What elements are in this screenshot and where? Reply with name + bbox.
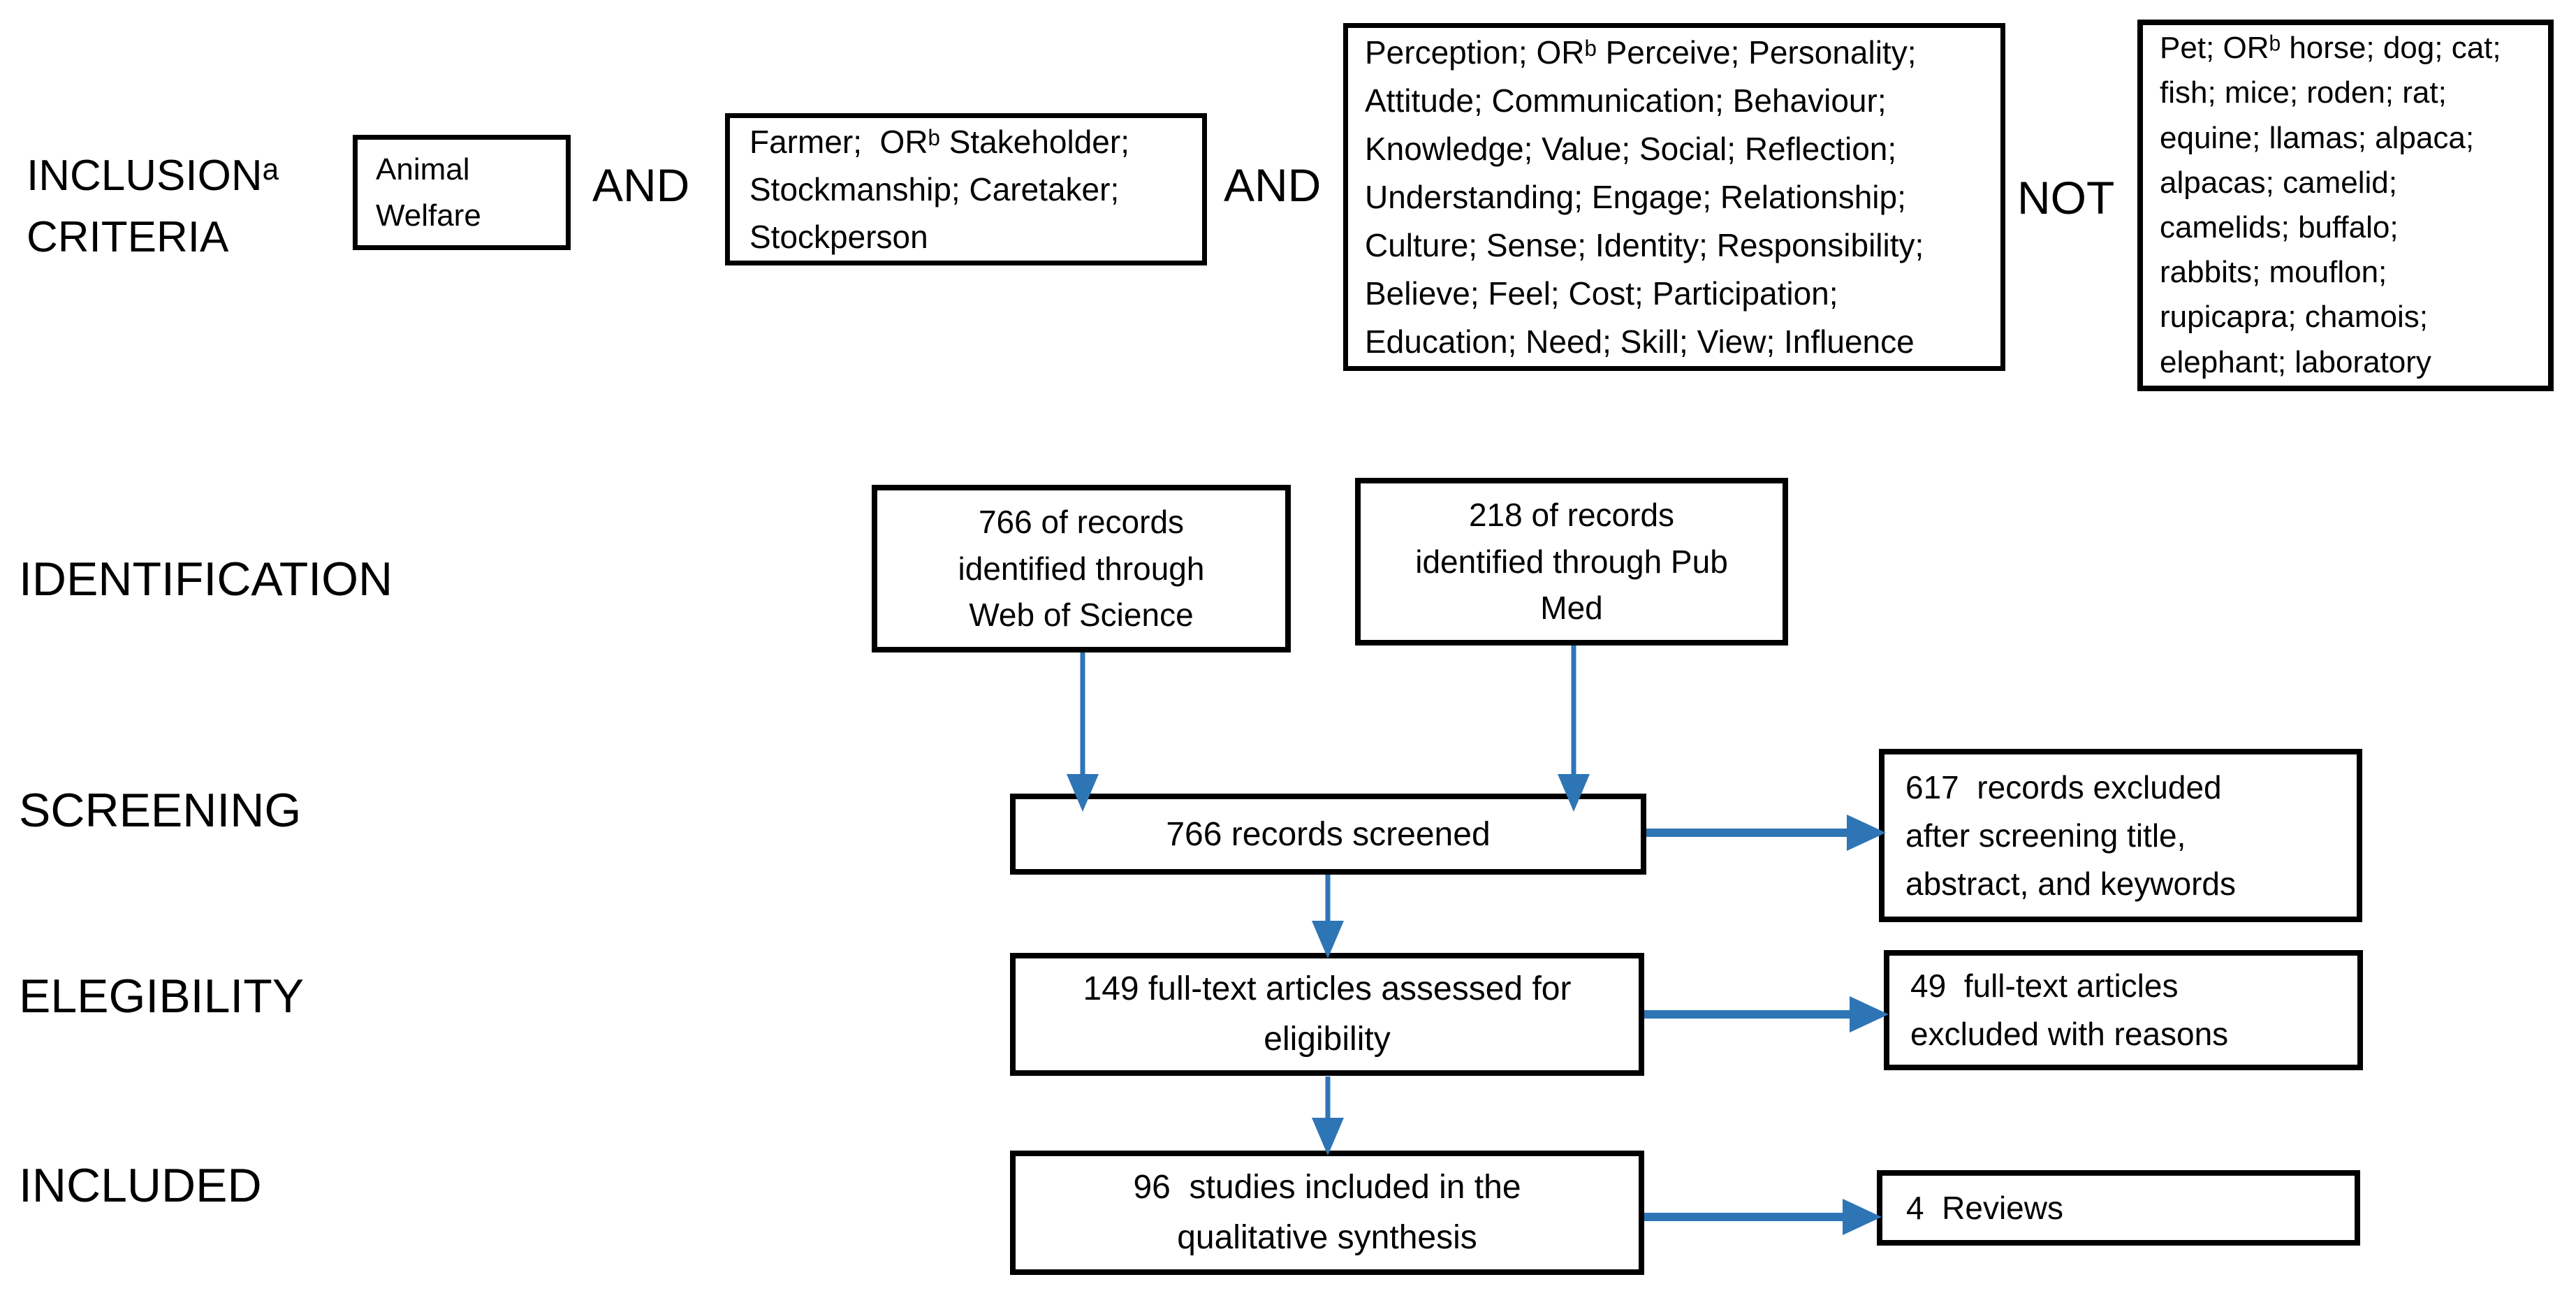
fulltext-excluded-box: 49 full-text articles excluded with reas…	[1884, 950, 2363, 1070]
web-of-science-text: 766 of records identified through Web of…	[958, 503, 1205, 634]
exclusion-keywords-box: Pet; ORᵇ horse; dog; cat; fish; mice; ro…	[2137, 20, 2554, 391]
fulltext-excluded-text: 49 full-text articles excluded with reas…	[1910, 968, 2229, 1052]
pubmed-box: 218 of records identified through Pub Me…	[1355, 478, 1788, 646]
web-of-science-box: 766 of records identified through Web of…	[872, 485, 1291, 652]
arrowhead-assessed-to-excluded	[1850, 996, 1889, 1033]
reviews-text: 4 Reviews	[1906, 1190, 2063, 1226]
farmer-keywords-box: Farmer; ORᵇ Stakeholder; Stockmanship; C…	[725, 113, 1207, 265]
records-screened-box: 766 records screened	[1010, 794, 1646, 875]
stage-label-included: INCLUDED	[19, 1159, 262, 1212]
stage-label-identification: IDENTIFICATION	[19, 553, 393, 606]
stage-label-screening: SCREENING	[19, 784, 302, 837]
arrowhead-assessed-to-included	[1312, 1118, 1344, 1155]
pubmed-text: 218 of records identified through Pub Me…	[1415, 496, 1728, 627]
studies-included-box: 96 studies included in the qualitative s…	[1010, 1151, 1644, 1275]
and-operator-2: AND	[1224, 159, 1322, 211]
records-excluded-box: 617 records excluded after screening tit…	[1879, 749, 2362, 922]
fulltext-assessed-box: 149 full-text articles assessed for elig…	[1010, 953, 1644, 1076]
arrowhead-included-to-reviews	[1843, 1199, 1882, 1235]
perception-keywords-text: Perception; ORᵇ Perceive; Personality; A…	[1365, 34, 1924, 360]
perception-keywords-box: Perception; ORᵇ Perceive; Personality; A…	[1343, 23, 2005, 371]
stage-label-elegibility: ELEGIBILITY	[19, 970, 305, 1023]
reviews-box: 4 Reviews	[1877, 1170, 2360, 1246]
records-screened-text: 766 records screened	[1166, 815, 1491, 853]
animal-welfare-text: Animal Welfare	[376, 152, 481, 233]
not-operator: NOT	[2017, 172, 2115, 224]
studies-included-text: 96 studies included in the qualitative s…	[1133, 1169, 1521, 1256]
exclusion-keywords-text: Pet; ORᵇ horse; dog; cat; fish; mice; ro…	[2160, 31, 2501, 379]
records-excluded-text: 617 records excluded after screening tit…	[1905, 768, 2237, 902]
inclusion-criteria-label: INCLUSIONᵃ CRITERIA	[27, 152, 279, 262]
farmer-keywords-text: Farmer; ORᵇ Stakeholder; Stockmanship; C…	[749, 123, 1129, 256]
animal-welfare-box: Animal Welfare	[353, 135, 571, 250]
and-operator-1: AND	[592, 159, 690, 211]
fulltext-assessed-text: 149 full-text articles assessed for elig…	[1083, 970, 1572, 1058]
